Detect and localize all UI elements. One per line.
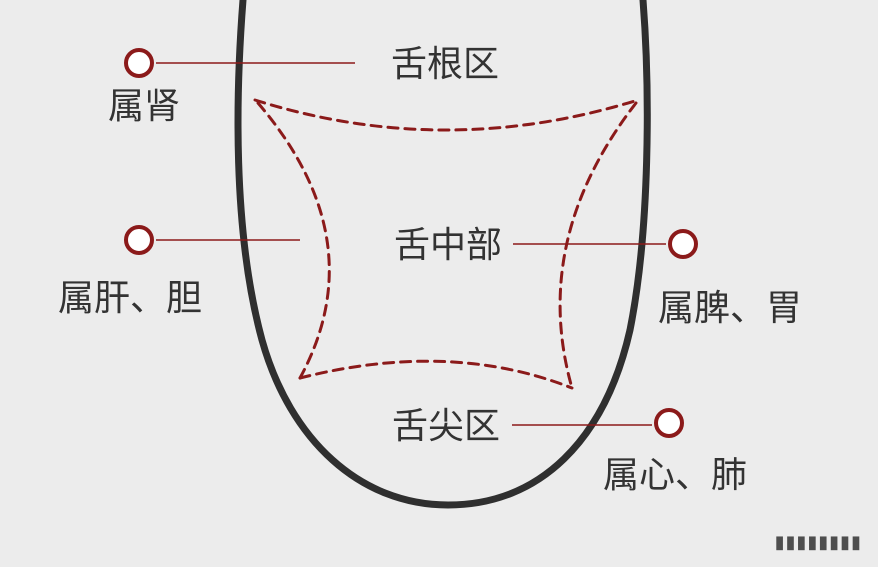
tongue-outline [234,0,651,509]
watermark: ▮▮▮▮▮▮▮▮ [774,532,862,553]
organ-spleen-label: 属脾、胃 [658,288,802,329]
marker-kidney [124,48,154,78]
markers [124,48,698,438]
boundary-top [253,98,640,132]
connector-lines [156,62,666,426]
region-tip-label: 舌尖区 [392,406,500,447]
marker-heart [654,408,684,438]
boundary-left [256,101,331,380]
organ-liver-label: 属肝、胆 [58,278,202,319]
region-boundaries [253,98,640,390]
marker-spleen [668,229,698,259]
organ-heart-label: 属心、肺 [603,455,747,496]
boundary-right [558,101,638,390]
region-middle-label: 舌中部 [394,225,502,266]
marker-liver [124,225,154,255]
boundary-bottom [298,359,574,390]
organ-kidney-label: 属肾 [108,86,180,127]
region-root-label: 舌根区 [391,44,499,85]
